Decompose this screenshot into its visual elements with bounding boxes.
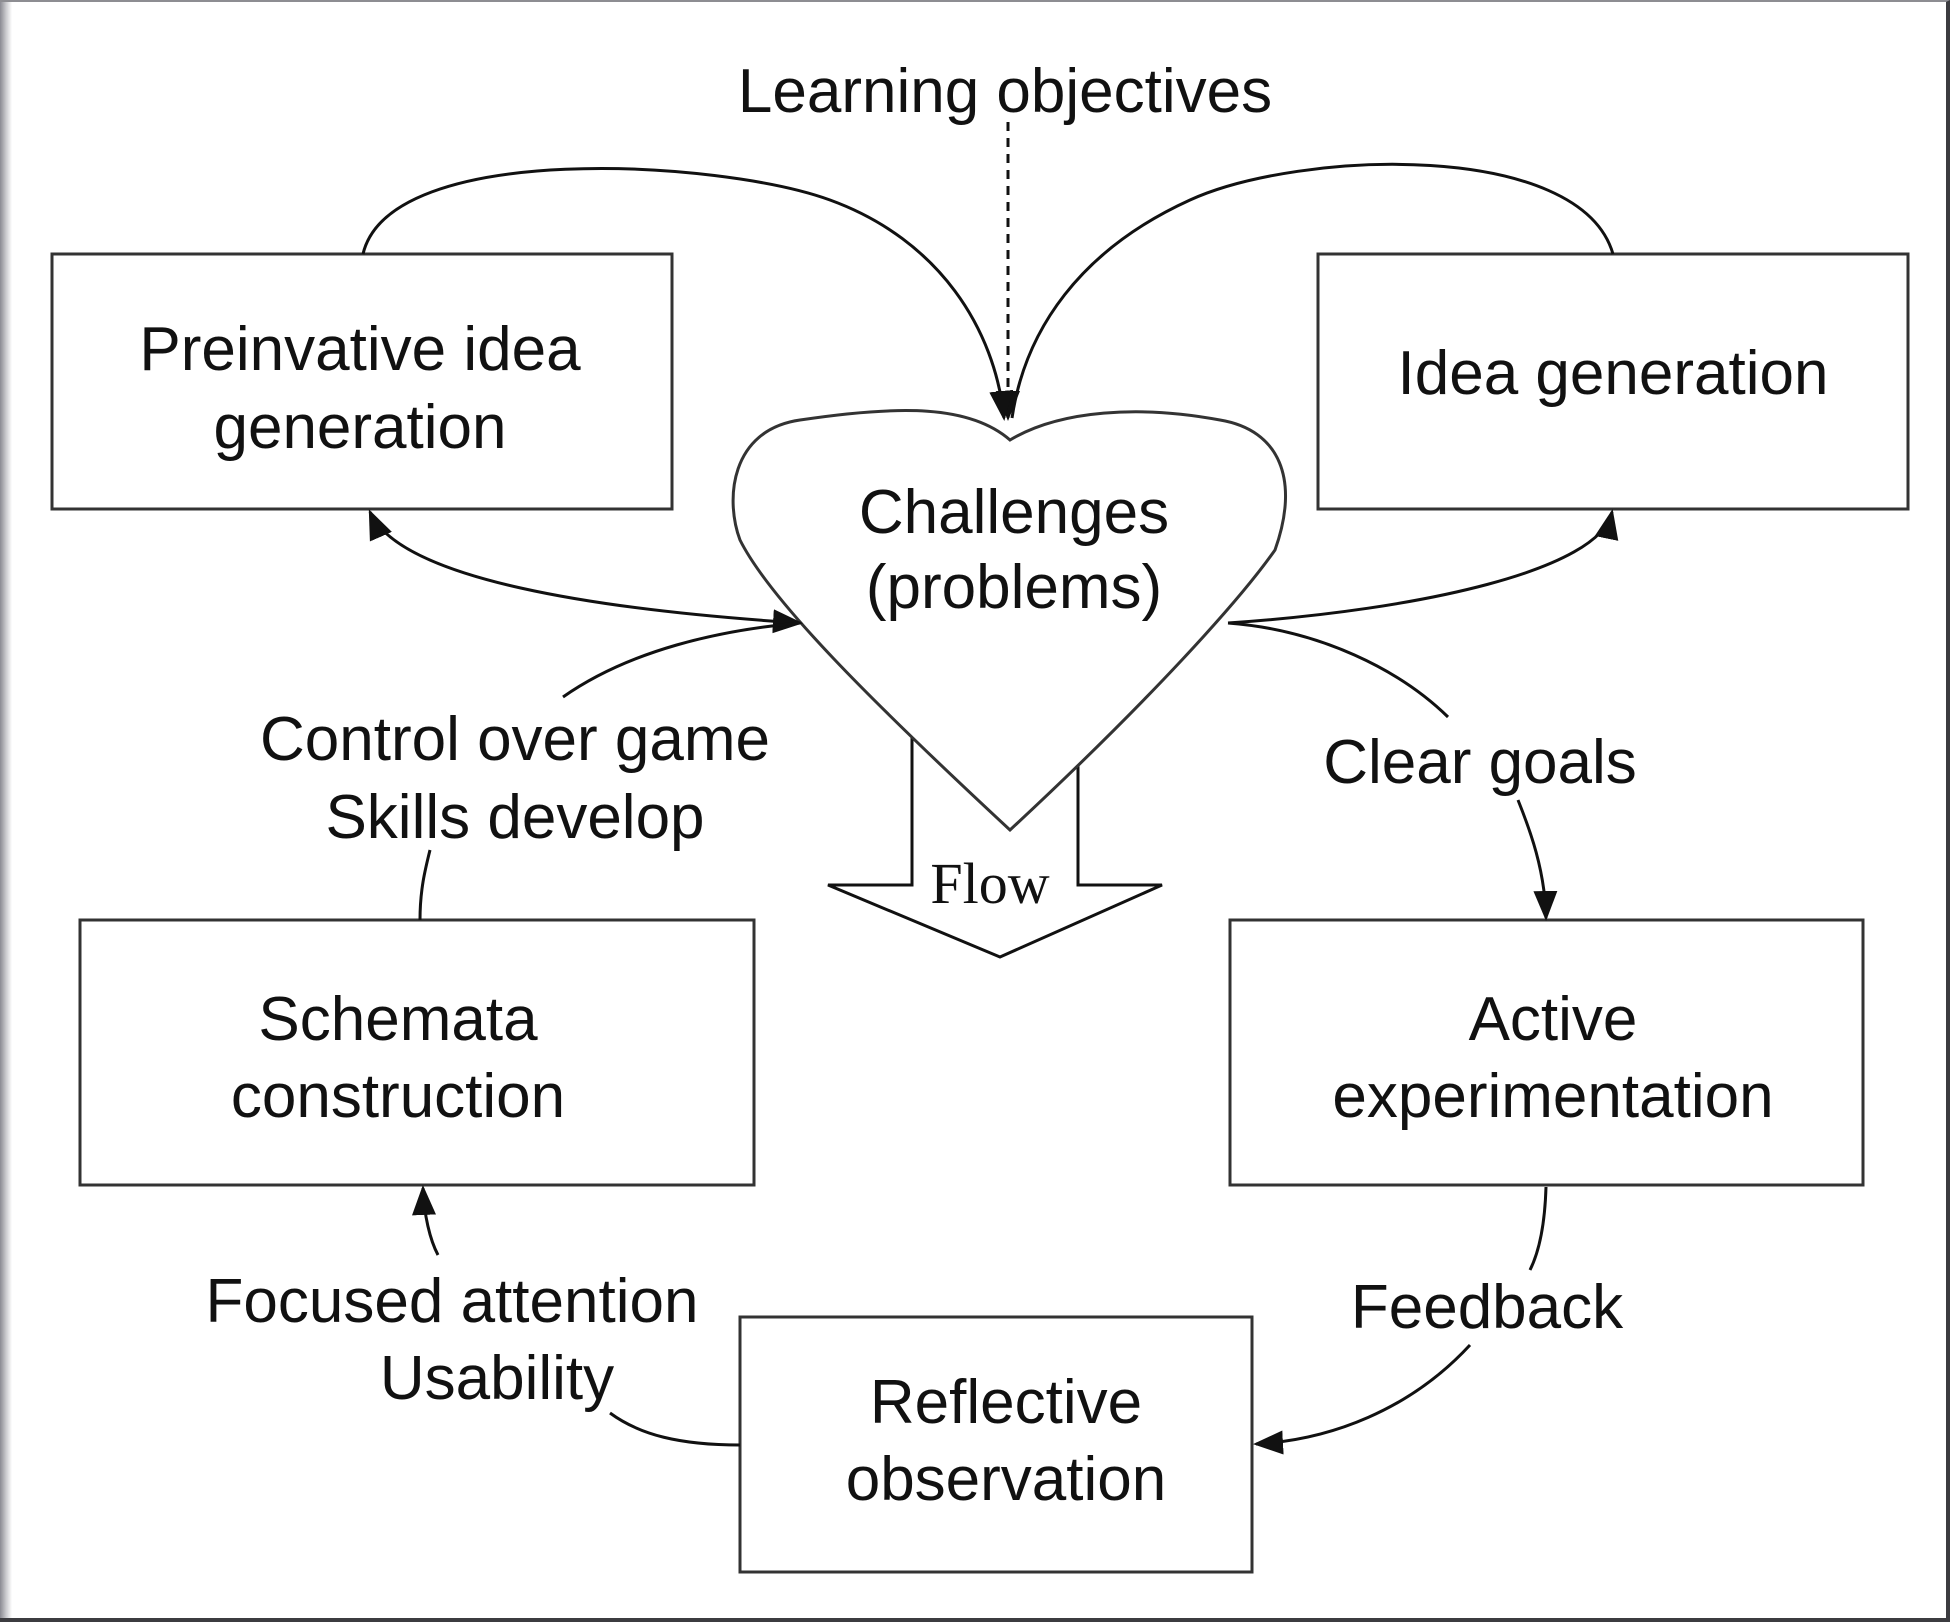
preinvative-line1: Preinvative idea (139, 315, 581, 384)
focused-line1: Focused attention (206, 1267, 699, 1336)
active-line2: experimentation (1332, 1062, 1773, 1131)
challenges-preinvative-connector (368, 509, 803, 634)
clear-goals-to-active-connector (1516, 799, 1558, 921)
control-line1: Control over game (260, 705, 770, 774)
control-line2: Skills develop (325, 783, 704, 852)
active-line1: Active (1469, 985, 1638, 1054)
challenges-line2: (problems) (866, 553, 1162, 622)
challenges-idea-generation-connector (1227, 509, 1619, 625)
reflective-line2: observation (846, 1445, 1167, 1514)
preinvative-to-challenges-connector (361, 167, 1014, 421)
reflective-observation-box (738, 1315, 1254, 1574)
challenges-line1: Challenges (859, 478, 1169, 547)
active-to-feedback-connector (1528, 1186, 1548, 1271)
schemata-line2: construction (231, 1062, 565, 1131)
reflective-line1: Reflective (870, 1368, 1142, 1437)
reflective-to-focused-connector (609, 1411, 741, 1447)
idea-generation-label: Idea generation (1398, 339, 1829, 408)
challenges-heart-shape (731, 408, 1288, 833)
feedback-label: Feedback (1351, 1273, 1624, 1342)
flow-label: Flow (930, 851, 1049, 916)
idea-generation-box (1316, 252, 1910, 511)
feedback-to-reflective-connector (1253, 1343, 1472, 1455)
schemata-line1: Schemata (258, 985, 538, 1054)
preinvative-idea-generation-box (50, 252, 674, 511)
control-to-challenges-connector (562, 621, 801, 699)
schemata-to-control-connector (418, 849, 432, 921)
preinvative-line2: generation (213, 393, 506, 462)
focused-line2: Usability (380, 1344, 614, 1413)
clear-goals-label: Clear goals (1323, 728, 1637, 797)
idea-generation-to-challenges-connector (1010, 162, 1615, 419)
learning-objectives-label: Learning objectives (738, 57, 1272, 126)
challenges-to-clear-goals-connector (1227, 621, 1450, 719)
focused-to-schemata-connector (412, 1185, 440, 1256)
schemata-construction-box (78, 918, 756, 1187)
